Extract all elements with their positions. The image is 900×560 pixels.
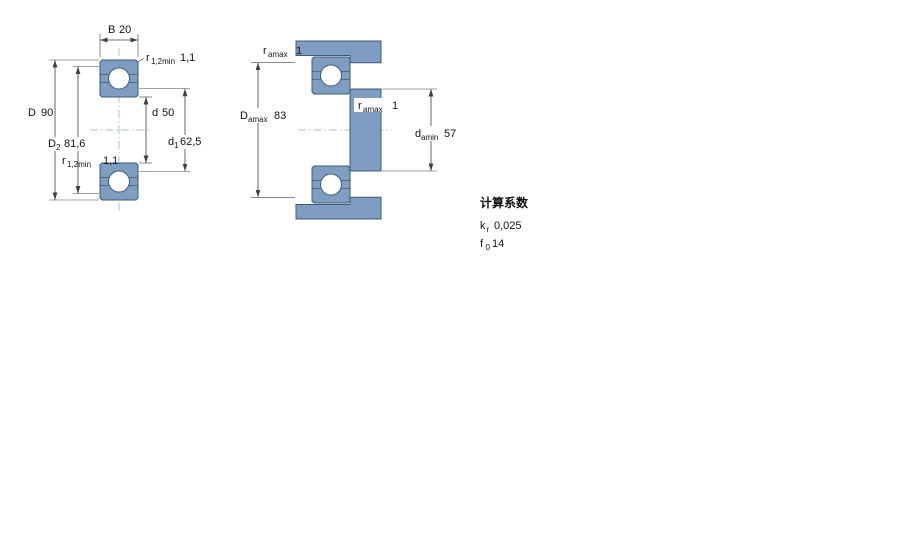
ball-icon (320, 64, 342, 87)
factor-f0-row: f 0 14 (480, 238, 504, 252)
dim-ra-housing-label: r (263, 45, 267, 57)
dim-ra-shaft-group: r amax 1 (354, 98, 404, 114)
dim-r12-bottom-value: 1,1 (103, 155, 118, 167)
dim-Da-label: D (240, 110, 248, 122)
factor-f0-subscript: 0 (486, 243, 491, 252)
dim-Da-value: 83 (274, 110, 286, 122)
bearing-dimension-figure: B 20 D 90 D 2 81,6 d 50 (28, 24, 208, 212)
ball-icon (108, 67, 130, 90)
dim-D-group: D 90 (28, 59, 99, 201)
dim-D2-value: 81,6 (64, 138, 85, 150)
dim-r12-top-subscript: 1,2min (151, 57, 175, 66)
dim-d1-value: 62,5 (180, 136, 201, 148)
dim-Da-group: D amax 83 (236, 62, 295, 198)
factor-kr-value: 0,025 (494, 220, 522, 232)
dim-D-value: 90 (41, 107, 53, 119)
dim-d1-subscript: 1 (174, 141, 179, 150)
factor-f0-label: f (480, 238, 484, 250)
factor-f0-value: 14 (492, 238, 504, 250)
label-mask (164, 135, 208, 149)
leader-line (138, 58, 145, 62)
dim-r12-top-value: 1,1 (180, 52, 195, 64)
dim-d1-label: d (168, 136, 174, 148)
dim-r12-bottom-group: r 1,2min 1,1 (62, 155, 118, 169)
dim-d-value: 50 (162, 107, 174, 119)
ball-icon (320, 173, 342, 196)
dim-D2-label: D (48, 138, 56, 150)
dim-da-label: d (415, 128, 421, 140)
dim-da-subscript: amin (421, 133, 438, 142)
label-mask (236, 108, 294, 123)
dim-ra-housing-group: r amax 1 (263, 45, 302, 59)
ball-icon (108, 170, 130, 193)
dim-r12-bottom-subscript: 1,2min (67, 160, 91, 169)
dim-ra-shaft-label: r (358, 100, 362, 112)
dim-D2-subscript: 2 (56, 143, 61, 152)
factor-kr-label: k (480, 220, 486, 232)
abutment-dimension-figure: D amax 83 d amin 57 r amax 1 r amax 1 (236, 40, 465, 220)
dim-Da-subscript: amax (248, 115, 268, 124)
dim-d-label: d (152, 107, 158, 119)
dim-ra-shaft-subscript: amax (363, 105, 383, 114)
label-mask (411, 126, 465, 141)
dim-da-group: d amin 57 (382, 88, 465, 172)
calculation-factors-block: 计算系数 k r 0,025 f 0 14 (480, 195, 529, 252)
calculation-factors-title: 计算系数 (480, 195, 529, 210)
dim-ra-housing-subscript: amax (268, 50, 288, 59)
dim-d-group: d 50 (139, 96, 174, 164)
dim-r12-top-group: r 1,2min 1,1 (138, 52, 195, 66)
dim-B-value: 20 (119, 24, 131, 36)
dim-d1-group: d 1 62,5 (139, 88, 208, 172)
label-mask (44, 137, 94, 151)
dim-da-value: 57 (444, 128, 456, 140)
dim-ra-housing-value: 1 (296, 45, 302, 57)
dim-r12-top-label: r (146, 52, 150, 64)
dim-D2-group: D 2 81,6 (44, 66, 99, 194)
dim-B-group: B 20 (99, 24, 139, 57)
dim-B-label: B (108, 24, 115, 36)
label-mask (354, 98, 404, 112)
dim-ra-shaft-value: 1 (392, 100, 398, 112)
factor-kr-row: k r 0,025 (480, 220, 522, 234)
factor-kr-subscript: r (487, 225, 490, 234)
dim-r12-bottom-label: r (62, 155, 66, 167)
dim-D-label: D (28, 107, 36, 119)
